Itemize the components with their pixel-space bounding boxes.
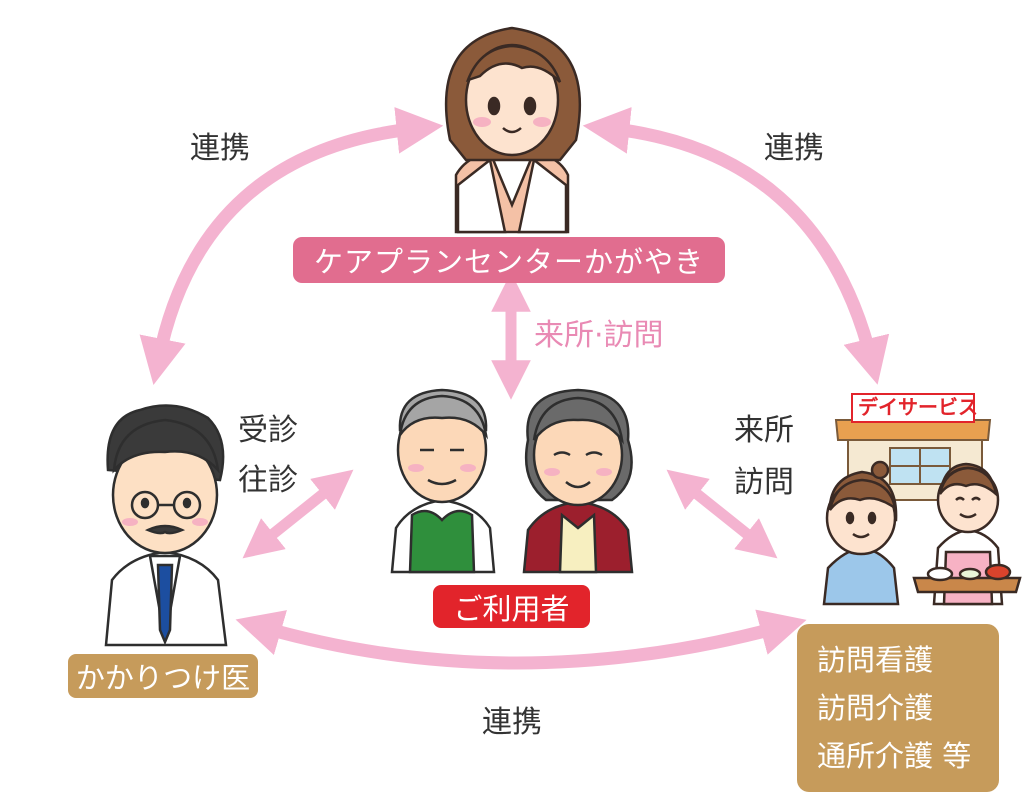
- doctor-icon: [104, 404, 228, 647]
- edge-label-center-dayservice: 連携: [764, 131, 824, 166]
- day-service-sign: デイサービス: [858, 395, 978, 419]
- service-item: 通所介護 等: [817, 738, 972, 773]
- arrow-user-dayservice: [666, 469, 778, 559]
- arrow-user-doctor: [242, 469, 354, 559]
- services-box: 訪問看護 訪問介護 通所介護 等: [797, 624, 999, 792]
- edge-label-doctor-dayservice: 連携: [482, 705, 542, 740]
- user-badge: ご利用者: [433, 585, 590, 628]
- elderly-woman-icon: [522, 388, 634, 574]
- elderly-man-icon: [390, 388, 496, 574]
- edge-label-visit-office: 来所: [734, 413, 794, 448]
- arrow-center-doctor: [139, 107, 444, 385]
- edge-label-center-user: 来所·訪問: [534, 318, 664, 353]
- care-center-badge: ケアプランセンターかがやき: [293, 237, 725, 283]
- edge-label-consult: 受診: [238, 413, 298, 448]
- meal-tray-caregiver-icon: [912, 462, 1022, 606]
- arrow-doctor-dayservice: [235, 609, 807, 670]
- service-item: 訪問看護: [817, 642, 934, 677]
- edge-label-center-doctor: 連携: [190, 131, 250, 166]
- doctor-badge: かかりつけ医: [68, 654, 258, 698]
- caregiver-icon: [822, 460, 900, 606]
- arrow-center-dayservice: [582, 107, 890, 385]
- edge-label-visit-home: 訪問: [734, 465, 794, 500]
- care-manager-icon: [444, 26, 581, 234]
- service-item: 訪問介護: [817, 690, 934, 725]
- edge-label-home-visit: 往診: [238, 463, 298, 498]
